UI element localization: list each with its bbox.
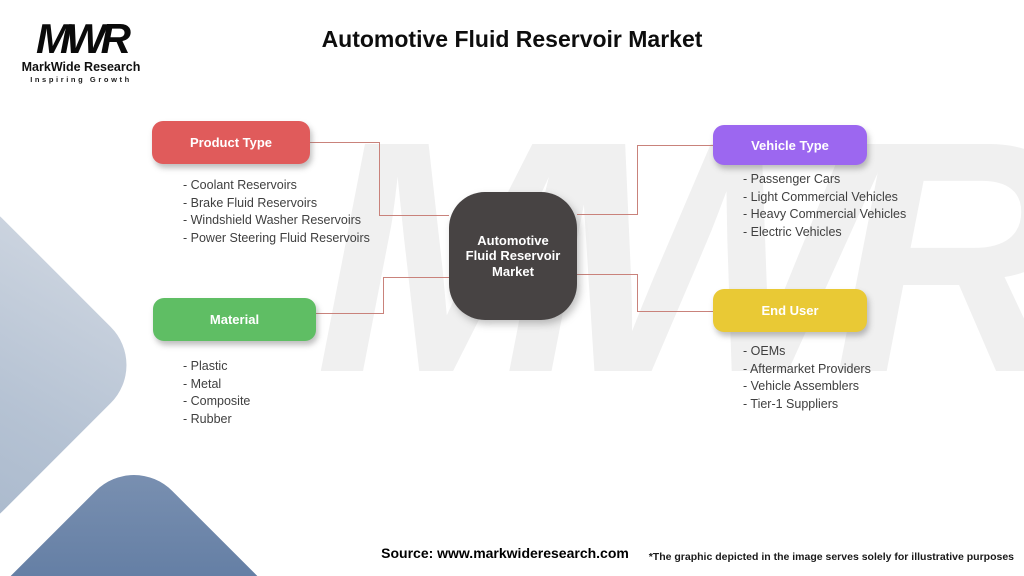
connector-vehicle-h2 <box>637 145 713 146</box>
logo-name: MarkWide Research <box>21 59 141 74</box>
connector-vehicle-h1 <box>577 214 637 215</box>
list-item: - Aftermarket Providers <box>743 361 871 376</box>
logo-tagline: Inspiring Growth <box>30 74 132 84</box>
category-box-material: Material <box>153 298 316 341</box>
list-item: - Tier-1 Suppliers <box>743 396 839 411</box>
connector-product-h2 <box>379 215 449 216</box>
connector-material-h1 <box>316 313 383 314</box>
connector-product-h1 <box>310 142 379 143</box>
logo-acronym: MWR <box>36 15 131 62</box>
connector-enduser-h1 <box>577 274 637 275</box>
list-item: - Power Steering Fluid Reservoirs <box>183 230 370 245</box>
page-title: Automotive Fluid Reservoir Market <box>321 26 703 52</box>
list-item: - Metal <box>183 376 222 391</box>
central-node-automotive-fluid-reservoir-market: Automotive Fluid Reservoir Market <box>449 192 577 320</box>
item-list-product-type: - Coolant Reservoirs - Brake Fluid Reser… <box>183 177 370 247</box>
category-box-vehicle-type: Vehicle Type <box>713 125 867 165</box>
category-box-product-type: Product Type <box>152 121 310 164</box>
source-text: Source: www.markwideresearch.com <box>381 545 629 561</box>
list-item: - Plastic <box>183 359 228 373</box>
list-item: - Light Commercial Vehicles <box>743 189 898 204</box>
item-list-end-user: - OEMs - Aftermarket Providers - Vehicle… <box>743 343 871 413</box>
list-item: - Composite <box>183 394 251 408</box>
item-list-vehicle-type: - Passenger Cars - Light Commercial Vehi… <box>743 171 906 241</box>
markwide-logo: MWR MarkWide Research Inspiring Growth <box>20 15 142 84</box>
list-item: - OEMs <box>743 344 786 358</box>
list-item: - Heavy Commercial Vehicles <box>743 207 907 221</box>
disclaimer-text: *The graphic depicted in the image serve… <box>648 551 1014 563</box>
connector-enduser-v <box>637 274 638 312</box>
list-item: - Vehicle Assemblers <box>743 379 860 393</box>
item-list-material: - Plastic - Metal - Composite - Rubber <box>183 358 250 428</box>
list-item: - Windshield Washer Reservoirs <box>183 213 362 227</box>
category-box-end-user: End User <box>713 289 867 332</box>
list-item: - Passenger Cars <box>743 172 841 186</box>
list-item: - Coolant Reservoirs <box>183 178 297 192</box>
connector-material-h2 <box>383 277 449 278</box>
list-item: - Rubber <box>183 411 232 426</box>
connector-material-v <box>383 277 384 314</box>
list-item: - Brake Fluid Reservoirs <box>183 195 318 210</box>
connector-product-v <box>379 142 380 215</box>
connector-enduser-h2 <box>637 311 713 312</box>
list-item: - Electric Vehicles <box>743 224 842 239</box>
connector-vehicle-v <box>637 145 638 215</box>
logo-watermark: MWR <box>315 72 1024 441</box>
